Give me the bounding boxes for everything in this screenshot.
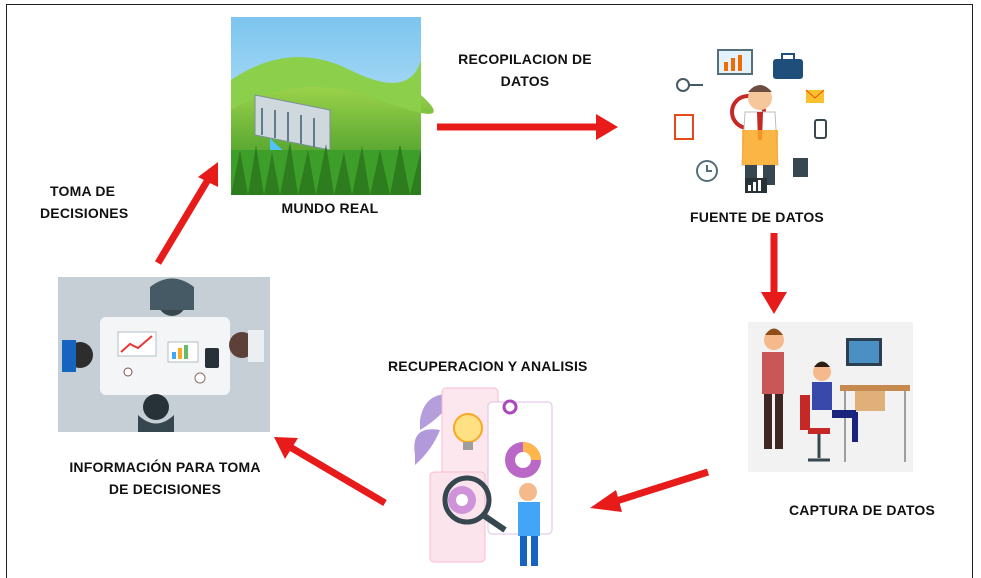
node-label-informacion: INFORMACIÓN PARA TOMA DE DECISIONES [50, 456, 280, 500]
captura-datos-image [748, 322, 913, 472]
arrow-toma-decisiones [154, 176, 213, 265]
arrow-captura-recuperacion [608, 468, 710, 507]
node-label-informacion-line2: DE DECISIONES [108, 481, 222, 497]
fuente-datos-image [674, 49, 827, 193]
edge-label-recopilacion-line1: RECOPILACION DE [458, 51, 592, 67]
mundo-real-image [231, 17, 434, 196]
edge-label-toma-line1: TOMA DE [50, 183, 116, 199]
node-label-fuente-datos: FUENTE DE DATOS [690, 209, 824, 225]
node-label-informacion-line1: INFORMACIÓN PARA TOMA [69, 459, 261, 475]
arrows [154, 114, 787, 512]
node-label-mundo-real: MUNDO REAL [281, 200, 379, 216]
node-label-recuperacion: RECUPERACION Y ANALISIS [388, 358, 588, 374]
node-label-captura-datos: CAPTURA DE DATOS [789, 502, 936, 518]
edge-label-toma-decisiones: TOMA DE DECISIONES [40, 180, 128, 224]
recuperacion-image [414, 387, 553, 566]
edge-label-recopilacion-line2: DATOS [500, 73, 550, 89]
diagram-frame [6, 4, 973, 578]
edge-label-toma-line2: DECISIONES [40, 205, 129, 221]
informacion-image [58, 277, 270, 432]
arrow-recuperacion-informacion [288, 443, 387, 507]
edge-label-recopilacion: RECOPILACION DE DATOS [440, 48, 610, 92]
